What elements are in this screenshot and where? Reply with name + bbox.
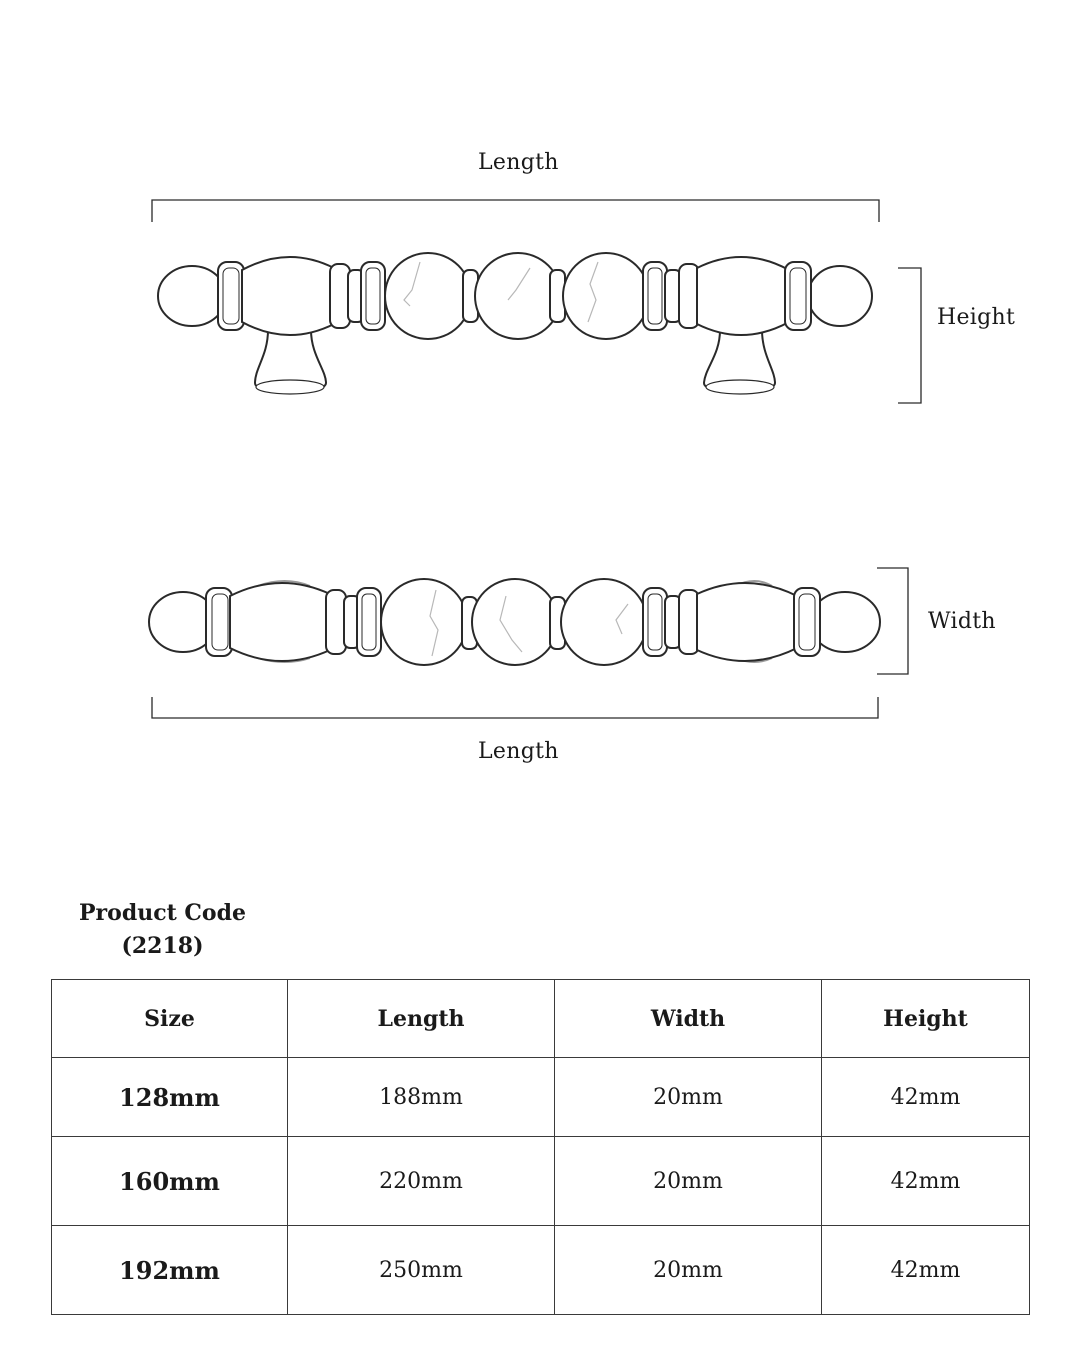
right-end-knob (807, 265, 873, 327)
header-length: Length (287, 979, 555, 1058)
product-code-label: Product Code (79, 900, 246, 926)
cell-size: 160mm (51, 1136, 288, 1226)
ball-2 (474, 252, 562, 340)
left-barrel (241, 256, 335, 336)
header-width: Width (554, 979, 822, 1058)
handle-top-view (148, 578, 881, 666)
header-height: Height (821, 979, 1030, 1058)
handle-side-view (157, 252, 873, 395)
cell-length: 220mm (287, 1136, 555, 1226)
table-row: 160mm 220mm 20mm 42mm (51, 1136, 1030, 1226)
table-header-row: Size Length Width Height (51, 979, 1030, 1058)
cell-length: 188mm (287, 1057, 555, 1137)
spec-table: Size Length Width Height 128mm 188mm 20m… (51, 979, 1030, 1315)
header-size: Size (51, 979, 288, 1058)
left-end-knob (157, 265, 227, 327)
cell-width: 20mm (554, 1225, 822, 1315)
cell-length: 250mm (287, 1225, 555, 1315)
ball-1 (384, 252, 472, 340)
table-row: 192mm 250mm 20mm 42mm (51, 1225, 1030, 1315)
cell-size: 192mm (51, 1225, 288, 1315)
product-code-value: (2218) (121, 933, 204, 959)
width-label: Width (928, 609, 996, 634)
handle-drawing (148, 199, 922, 719)
width-bracket (877, 567, 909, 675)
right-barrel (696, 256, 790, 336)
bottom-length-label: Length (478, 739, 559, 764)
bottom-length-bracket (151, 697, 879, 719)
height-label: Height (937, 305, 1016, 330)
cell-width: 20mm (554, 1057, 822, 1137)
table-row: 128mm 188mm 20mm 42mm (51, 1057, 1030, 1137)
cell-height: 42mm (821, 1057, 1030, 1137)
cell-width: 20mm (554, 1136, 822, 1226)
ball-3 (562, 252, 650, 340)
cell-height: 42mm (821, 1225, 1030, 1315)
cell-size: 128mm (51, 1057, 288, 1137)
top-length-label: Length (478, 150, 559, 175)
cell-height: 42mm (821, 1136, 1030, 1226)
top-length-bracket (151, 199, 880, 222)
height-bracket (898, 267, 922, 404)
